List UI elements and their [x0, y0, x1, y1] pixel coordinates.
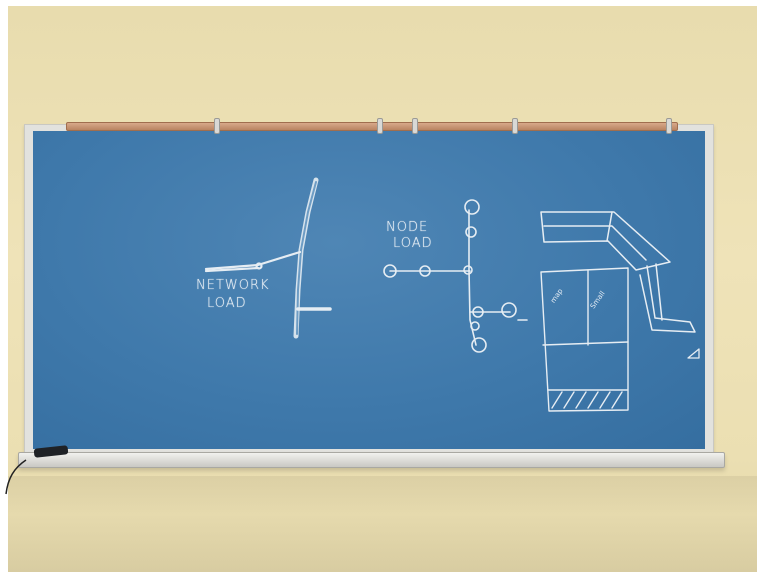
network-branch-left: [204, 250, 302, 273]
map-hook: [377, 118, 383, 134]
map-hook: [214, 118, 220, 134]
map-rail: [66, 122, 678, 131]
beam-sketch: [540, 211, 696, 333]
network-trunk: [293, 177, 319, 339]
map-hook: [666, 118, 672, 134]
cabinet-sketch: [540, 267, 629, 412]
chalk-tray: [18, 452, 725, 468]
node-tree: [383, 199, 528, 353]
chalkboard: [33, 131, 705, 449]
map-hook: [512, 118, 518, 134]
wall-shadow: [8, 476, 757, 572]
map-hook: [412, 118, 418, 134]
network-load-label-line1: NETWORK: [196, 278, 270, 293]
small-triangle: [687, 348, 700, 359]
node-load-label-line2: LOAD: [393, 236, 433, 251]
network-trunk-inner: [296, 181, 317, 335]
network-load-label-line2: LOAD: [207, 296, 247, 311]
cable: [5, 459, 27, 495]
node-load-label-line1: NODE: [386, 220, 429, 235]
